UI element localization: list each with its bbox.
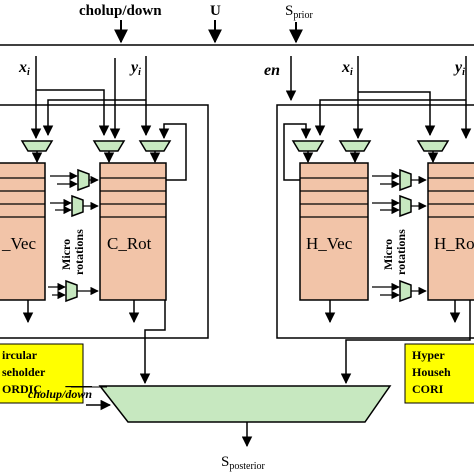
arrow-right-xi-branch [358,91,436,137]
output-s-posterior: Sposterior [221,454,266,472]
left-crot-label: C_Rot [107,234,152,253]
left-micro-mux-1 [77,168,90,192]
right-micro-label: Microrotations [381,229,408,275]
arrow-right-feedback [283,123,312,181]
right-micro-mux-1 [399,168,412,192]
left-hvec-label: _Vec [1,234,36,253]
left-crot-block [99,162,167,301]
right-module-frame [276,104,474,339]
right-micro-mux-3 [399,279,412,303]
right-label-line-2: Househ [412,365,451,379]
right-yi-label: yi [453,59,465,78]
left-mux-2 [92,140,126,152]
right-hvec-label: H_Vec [306,234,353,253]
right-micro-mux-2 [399,194,412,218]
arrow-right-yi-branch [314,99,466,137]
mux-control-label: cholup/down [28,387,92,401]
input-cholup-down: cholup/down [79,3,162,19]
left-hvec-block [0,162,46,301]
output-mux [98,385,392,423]
right-hrot-label: H_Ro [434,234,474,253]
right-label-line-3: CORI [412,382,444,396]
left-mux-3 [138,140,172,152]
right-en-label: en [264,62,280,79]
left-yi-label: yi [129,59,141,78]
right-mux-2 [338,140,372,152]
input-u: U [210,3,221,19]
left-label-line-1: ircular [2,348,38,362]
left-xi-label: xi [18,59,30,78]
right-label-line-1: Hyper [412,348,445,362]
left-module-frame [0,104,209,339]
left-micro-label: Microrotations [59,229,86,275]
arrow-left-xi-branch [36,89,110,137]
left-cordic-label-box [0,343,84,404]
right-mux-3 [416,140,450,152]
left-micro-mux-3 [65,279,78,303]
left-to-mux [139,300,166,385]
input-s-prior: Sprior [285,3,313,21]
right-to-mux [340,300,471,385]
left-mux-1 [20,140,54,152]
left-label-line-2: seholder [2,365,46,379]
left-micro-mux-2 [71,194,84,218]
right-hrot-block [427,162,474,301]
right-hvec-block [299,162,369,301]
right-cordic-label-box [404,343,474,404]
right-mux-1 [291,140,325,152]
arrow-left-yi-branch [42,99,146,137]
outer-box [0,44,474,46]
left-label-line-3: ORDIC [2,382,42,396]
arrow-left-feedback [156,123,187,181]
right-xi-label: xi [341,59,353,78]
